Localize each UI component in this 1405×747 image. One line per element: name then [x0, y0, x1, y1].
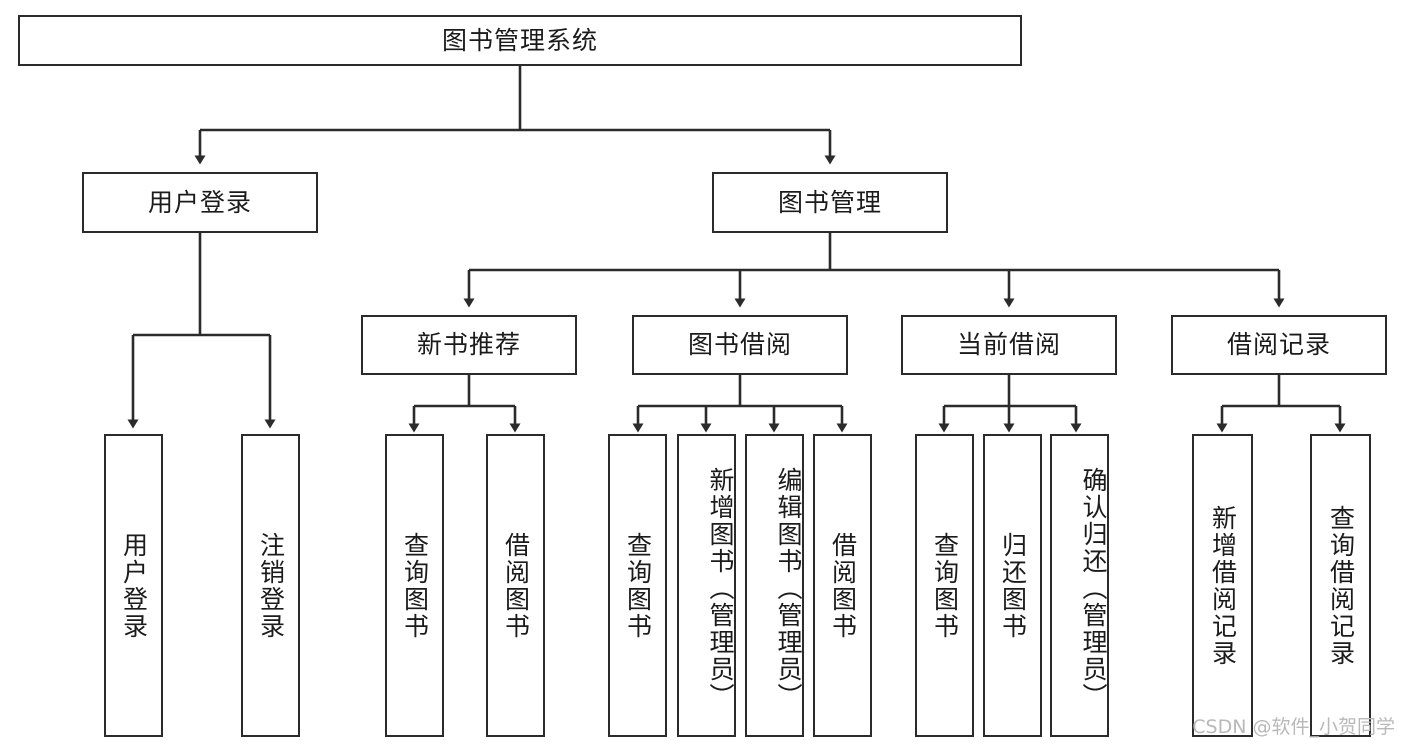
leaf-add-book-admin[interactable]: 新增图书（管理员） — [677, 434, 736, 737]
node-current-borrow[interactable]: 当前借阅 — [901, 315, 1117, 375]
leaf-logout-login[interactable]: 注销登录 — [241, 434, 300, 737]
leaf-query-borrow-record[interactable]: 查询借阅记录 — [1310, 434, 1371, 737]
leaf-return-book[interactable]: 归还图书 — [983, 434, 1042, 737]
leaf-edit-book-admin[interactable]: 编辑图书（管理员） — [745, 434, 804, 737]
leaf-user-login[interactable]: 用户登录 — [104, 434, 163, 737]
leaf-query-book-current[interactable]: 查询图书 — [915, 434, 974, 737]
node-book-management[interactable]: 图书管理 — [712, 172, 948, 233]
node-new-book-recommend[interactable]: 新书推荐 — [361, 315, 577, 375]
leaf-add-borrow-record[interactable]: 新增借阅记录 — [1192, 434, 1253, 737]
leaf-confirm-return-admin[interactable]: 确认归还（管理员） — [1050, 434, 1109, 737]
leaf-borrow-book-recommend[interactable]: 借阅图书 — [486, 434, 545, 737]
node-user-login[interactable]: 用户登录 — [82, 172, 318, 233]
leaf-query-book-borrow[interactable]: 查询图书 — [608, 434, 667, 737]
node-book-borrow[interactable]: 图书借阅 — [632, 315, 848, 375]
leaf-borrow-book[interactable]: 借阅图书 — [813, 434, 872, 737]
csdn-watermark: CSDN @软件_小贺同学 — [1192, 716, 1395, 738]
node-root-system[interactable]: 图书管理系统 — [18, 15, 1022, 66]
leaf-query-book-recommend[interactable]: 查询图书 — [385, 434, 444, 737]
node-borrow-record[interactable]: 借阅记录 — [1171, 315, 1387, 375]
